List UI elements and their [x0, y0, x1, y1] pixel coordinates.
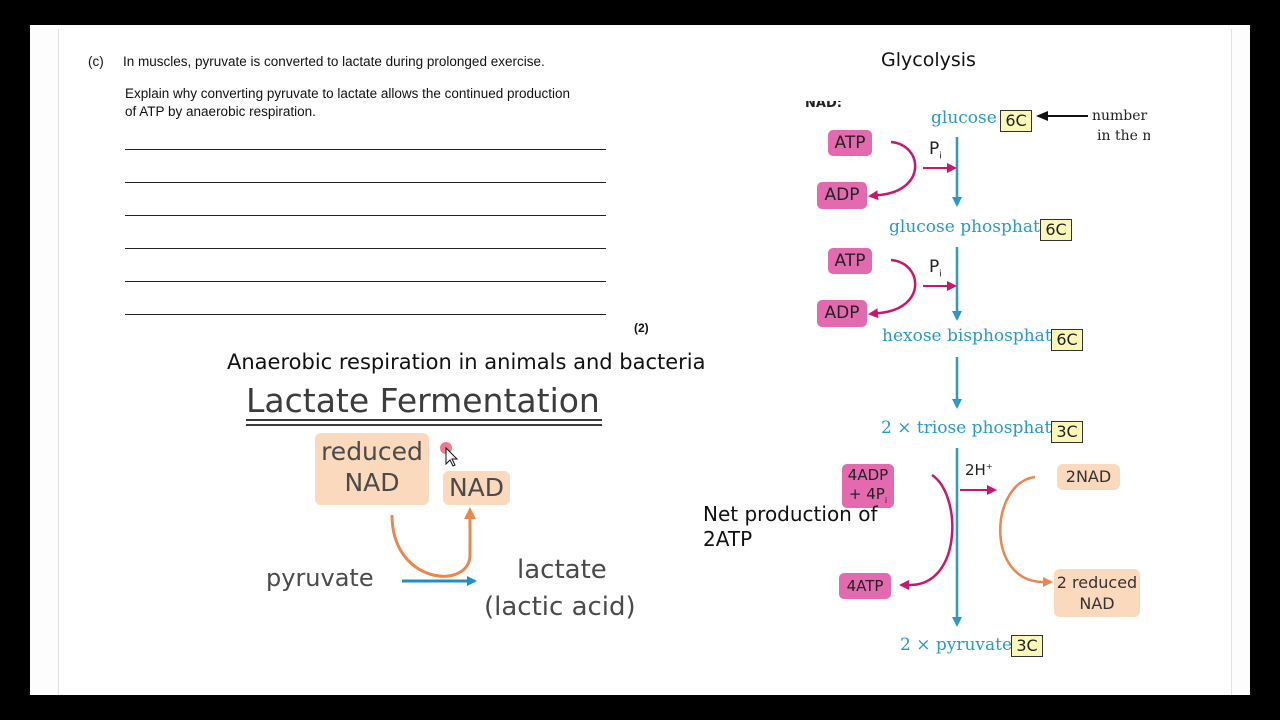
- reduced-nad-out-line2: NAD: [1079, 594, 1115, 613]
- atp-adp-arrow-1: [868, 140, 917, 201]
- answer-line[interactable]: [125, 248, 606, 249]
- cropped-nad-text: NAD:: [805, 101, 842, 110]
- question-stem: In muscles, pyruvate is converted to lac…: [123, 54, 545, 69]
- reduced-nad-out-line1: 2 reduced: [1056, 573, 1138, 592]
- triose-phosphate-carbon-box: 3C: [1051, 421, 1083, 443]
- question-instruction-line1: Explain why converting pyruvate to lacta…: [125, 86, 571, 101]
- question-instruction-line2: of ATP by anaerobic respiration.: [125, 104, 316, 119]
- nad-to-reduced-arrow: [999, 475, 1053, 587]
- answer-line[interactable]: [125, 182, 606, 183]
- h-label: 2H+: [965, 461, 993, 479]
- h-text: 2H: [965, 461, 986, 479]
- number-note-line1: number c: [1092, 108, 1150, 124]
- atp-box-1: ATP: [828, 130, 872, 156]
- net-production-note: Net production of 2ATP: [703, 502, 878, 552]
- question-marks: (2): [634, 321, 649, 335]
- pyruvate-label: pyruvate: [266, 564, 374, 592]
- glucose-phosphate-label: glucose phosphate: [889, 217, 1050, 237]
- title-underline-2: [246, 424, 602, 426]
- pi-letter-2: P: [929, 257, 940, 277]
- pi-label-2: Pi: [929, 257, 942, 279]
- adp-box-2: ADP: [817, 300, 867, 327]
- hexose-bisphosphate-label: hexose bisphosphate: [882, 326, 1062, 346]
- adp-pi-line2-text: + 4P: [848, 485, 885, 503]
- reduced-nad-out-box: 2 reduced NAD: [1054, 569, 1140, 617]
- nad-in-box: 2NAD: [1057, 464, 1120, 490]
- atp-box-2: ATP: [828, 248, 872, 274]
- reduced-nad-line1: reduced: [321, 437, 423, 466]
- glucose-phosphate-carbon-box: 6C: [1040, 219, 1072, 241]
- net-note-line1: Net production of: [703, 502, 878, 526]
- atp-out-box: 4ATP: [839, 573, 891, 599]
- adp-pi-line2: + 4Pi: [842, 485, 894, 510]
- adp-box-1: ADP: [817, 182, 867, 209]
- lactate-arrows: [390, 111, 1088, 627]
- title-underline: [246, 419, 602, 421]
- document-sheet: [58, 29, 1232, 695]
- nad-label: NAD: [448, 473, 505, 502]
- nad-box: NAD: [443, 471, 510, 505]
- pyruvate-label-glycolysis: 2 × pyruvate: [900, 635, 1013, 655]
- number-note-line2: in the m: [1097, 128, 1150, 144]
- pi-subscript-1: i: [939, 151, 942, 162]
- adp-pi-box: 4ADP + 4Pi: [842, 464, 894, 508]
- glucose-carbon-box: 6C: [1000, 110, 1032, 132]
- pyruvate-carbon-box: 3C: [1011, 635, 1043, 657]
- atp-adp-arrow-2: [868, 258, 917, 319]
- nad-recycle-arrow: [390, 507, 476, 578]
- glucose-label: glucose: [931, 108, 997, 128]
- glycolysis-title: Glycolysis: [881, 49, 976, 71]
- adp-pi-subscript: i: [884, 496, 888, 505]
- anaerobic-heading: Anaerobic respiration in animals and bac…: [227, 350, 706, 374]
- reduced-nad-line2: NAD: [344, 468, 400, 497]
- h-superscript: +: [985, 462, 993, 471]
- adp-to-atp-arrow: [899, 473, 954, 590]
- lactate-fermentation-title: Lactate Fermentation: [246, 381, 600, 420]
- lactate-label-line2: (lactic acid): [484, 592, 636, 622]
- answer-line[interactable]: [125, 314, 606, 315]
- answer-line[interactable]: [125, 281, 606, 282]
- hexose-bisphosphate-carbon-box: 6C: [1051, 329, 1083, 351]
- adp-pi-line1: 4ADP: [847, 466, 889, 484]
- reduced-nad-box: reduced NAD: [315, 433, 429, 505]
- question-part: (c): [88, 54, 104, 69]
- mouse-cursor: [445, 446, 459, 467]
- answer-line[interactable]: [125, 215, 606, 216]
- screen-page: (c) In muscles, pyruvate is converted to…: [30, 25, 1250, 695]
- pi-label-1: Pi: [929, 139, 942, 161]
- pi-subscript-2: i: [939, 269, 942, 280]
- answer-line[interactable]: [125, 149, 606, 150]
- triose-phosphate-label: 2 × triose phosphate: [881, 418, 1062, 438]
- net-note-line2: 2ATP: [703, 527, 753, 551]
- pi-letter-1: P: [929, 139, 940, 159]
- lactate-label-line1: lactate: [517, 555, 607, 585]
